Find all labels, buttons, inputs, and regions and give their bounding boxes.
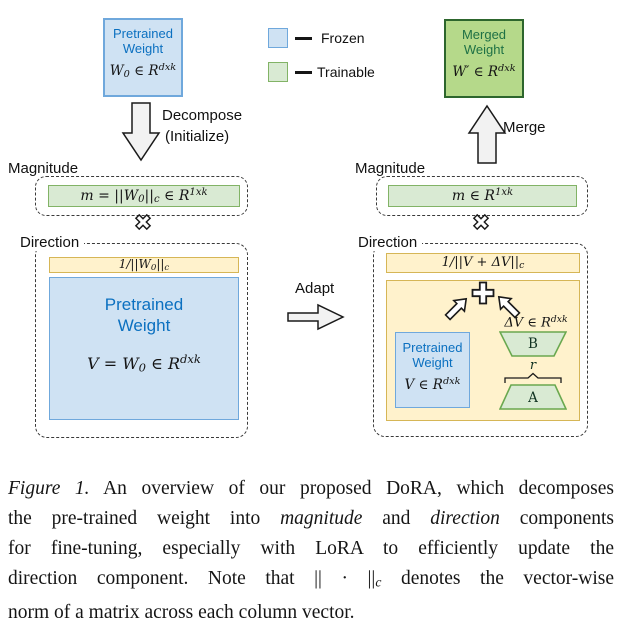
direction-weight-title-left: Pretrained bbox=[104, 295, 184, 314]
merge-arrow-icon bbox=[467, 104, 507, 164]
magnitude-label-left: Magnitude bbox=[8, 160, 79, 177]
pretrained-weight-box-right: Pretrained Weight V ∈ Rdxk bbox=[395, 332, 470, 408]
delta-v-formula: ΔV ∈ Rdxk bbox=[504, 314, 568, 331]
direction-dashed-box-right bbox=[373, 243, 588, 437]
rank-label: r bbox=[529, 358, 537, 373]
pretrained-weight-title-right: Pretrained bbox=[402, 340, 463, 355]
direction-weight-formula-left: V = W0 ∈ Rdxk bbox=[87, 352, 201, 375]
trainable-swatch-icon bbox=[268, 62, 288, 82]
pretrained-weight-box-top: Pretrained Weight W0 ∈ Rdxk bbox=[103, 18, 183, 97]
lora-a-label: A bbox=[528, 390, 538, 406]
scale-bar-right: 1/||V + ΔV||c bbox=[386, 253, 580, 273]
initialize-label: (Initialize) bbox=[165, 128, 230, 145]
caption-line-2: the pre-trained weight into magnitude an… bbox=[8, 508, 615, 529]
direction-label-left: Direction bbox=[20, 234, 85, 251]
multiply-icon-right bbox=[472, 213, 490, 231]
trainable-label: Trainable bbox=[317, 64, 375, 80]
adapt-label: Adapt bbox=[295, 280, 335, 297]
pretrained-weight-formula: W0 ∈ Rdxk bbox=[109, 62, 177, 80]
caption-line-4: direction component. Note that || · ||c … bbox=[8, 568, 614, 590]
decompose-label: Decompose bbox=[162, 107, 243, 124]
nw-arrow-icon bbox=[497, 295, 521, 319]
scale-formula-left: 1/||W0||c bbox=[118, 257, 170, 273]
frozen-dash-icon bbox=[295, 37, 312, 40]
rank-brace-icon bbox=[504, 372, 562, 383]
magnitude-vector-right: m ∈ R1xk bbox=[388, 185, 577, 207]
direction-weight-title2-left: Weight bbox=[117, 316, 171, 335]
magnitude-label-right: Magnitude bbox=[355, 160, 426, 177]
merged-weight-title2: Weight bbox=[463, 42, 505, 57]
merged-weight-formula: W′ ∈ Rdxk bbox=[452, 63, 516, 80]
magnitude-formula-right: m ∈ R1xk bbox=[451, 187, 514, 205]
ne-arrow-icon bbox=[444, 297, 468, 321]
merged-weight-title: Merged bbox=[461, 27, 507, 42]
pretrained-weight-title: Pretrained bbox=[113, 26, 173, 41]
pretrained-weight-formula-right: V ∈ Rdxk bbox=[404, 376, 461, 393]
merge-label: Merge bbox=[503, 119, 546, 136]
figure-caption: Figure 1. An overview of our proposed Do… bbox=[8, 474, 614, 628]
caption-line-1: Figure 1. An overview of our proposed Do… bbox=[8, 478, 614, 499]
magnitude-dashed-box-right bbox=[376, 176, 588, 216]
lora-a-trapezoid bbox=[499, 384, 567, 410]
multiply-icon-left bbox=[134, 213, 152, 231]
frozen-label: Frozen bbox=[321, 30, 365, 46]
magnitude-vector-left: m = ||W0||c ∈ R1xk bbox=[48, 185, 240, 207]
direction-dashed-box-left bbox=[35, 243, 248, 438]
merged-weight-box: Merged Weight W′ ∈ Rdxk bbox=[444, 19, 524, 98]
magnitude-dashed-box-left bbox=[35, 176, 248, 216]
magnitude-formula-left: m = ||W0||c ∈ R1xk bbox=[80, 186, 208, 206]
scale-bar-left: 1/||W0||c bbox=[49, 257, 239, 273]
plus-icon bbox=[471, 281, 495, 305]
lora-b-label: B bbox=[528, 336, 538, 352]
adapt-arrow-icon bbox=[287, 303, 345, 331]
direction-label-right: Direction bbox=[358, 234, 423, 251]
caption-line-3: for fine-tuning, especially with LoRA to… bbox=[8, 538, 614, 559]
pretrained-weight-title2-right: Weight bbox=[412, 355, 453, 370]
caption-line-5: norm of a matrix across each column vect… bbox=[8, 601, 355, 623]
trainable-dash-icon bbox=[295, 71, 312, 74]
direction-weight-box-left: Pretrained Weight V = W0 ∈ Rdxk bbox=[49, 277, 239, 420]
scale-formula-right: 1/||V + ΔV||c bbox=[441, 254, 525, 272]
lora-b-trapezoid bbox=[499, 331, 567, 357]
pretrained-weight-title2: Weight bbox=[122, 41, 164, 56]
decompose-arrow-icon bbox=[121, 102, 161, 162]
frozen-swatch-icon bbox=[268, 28, 288, 48]
